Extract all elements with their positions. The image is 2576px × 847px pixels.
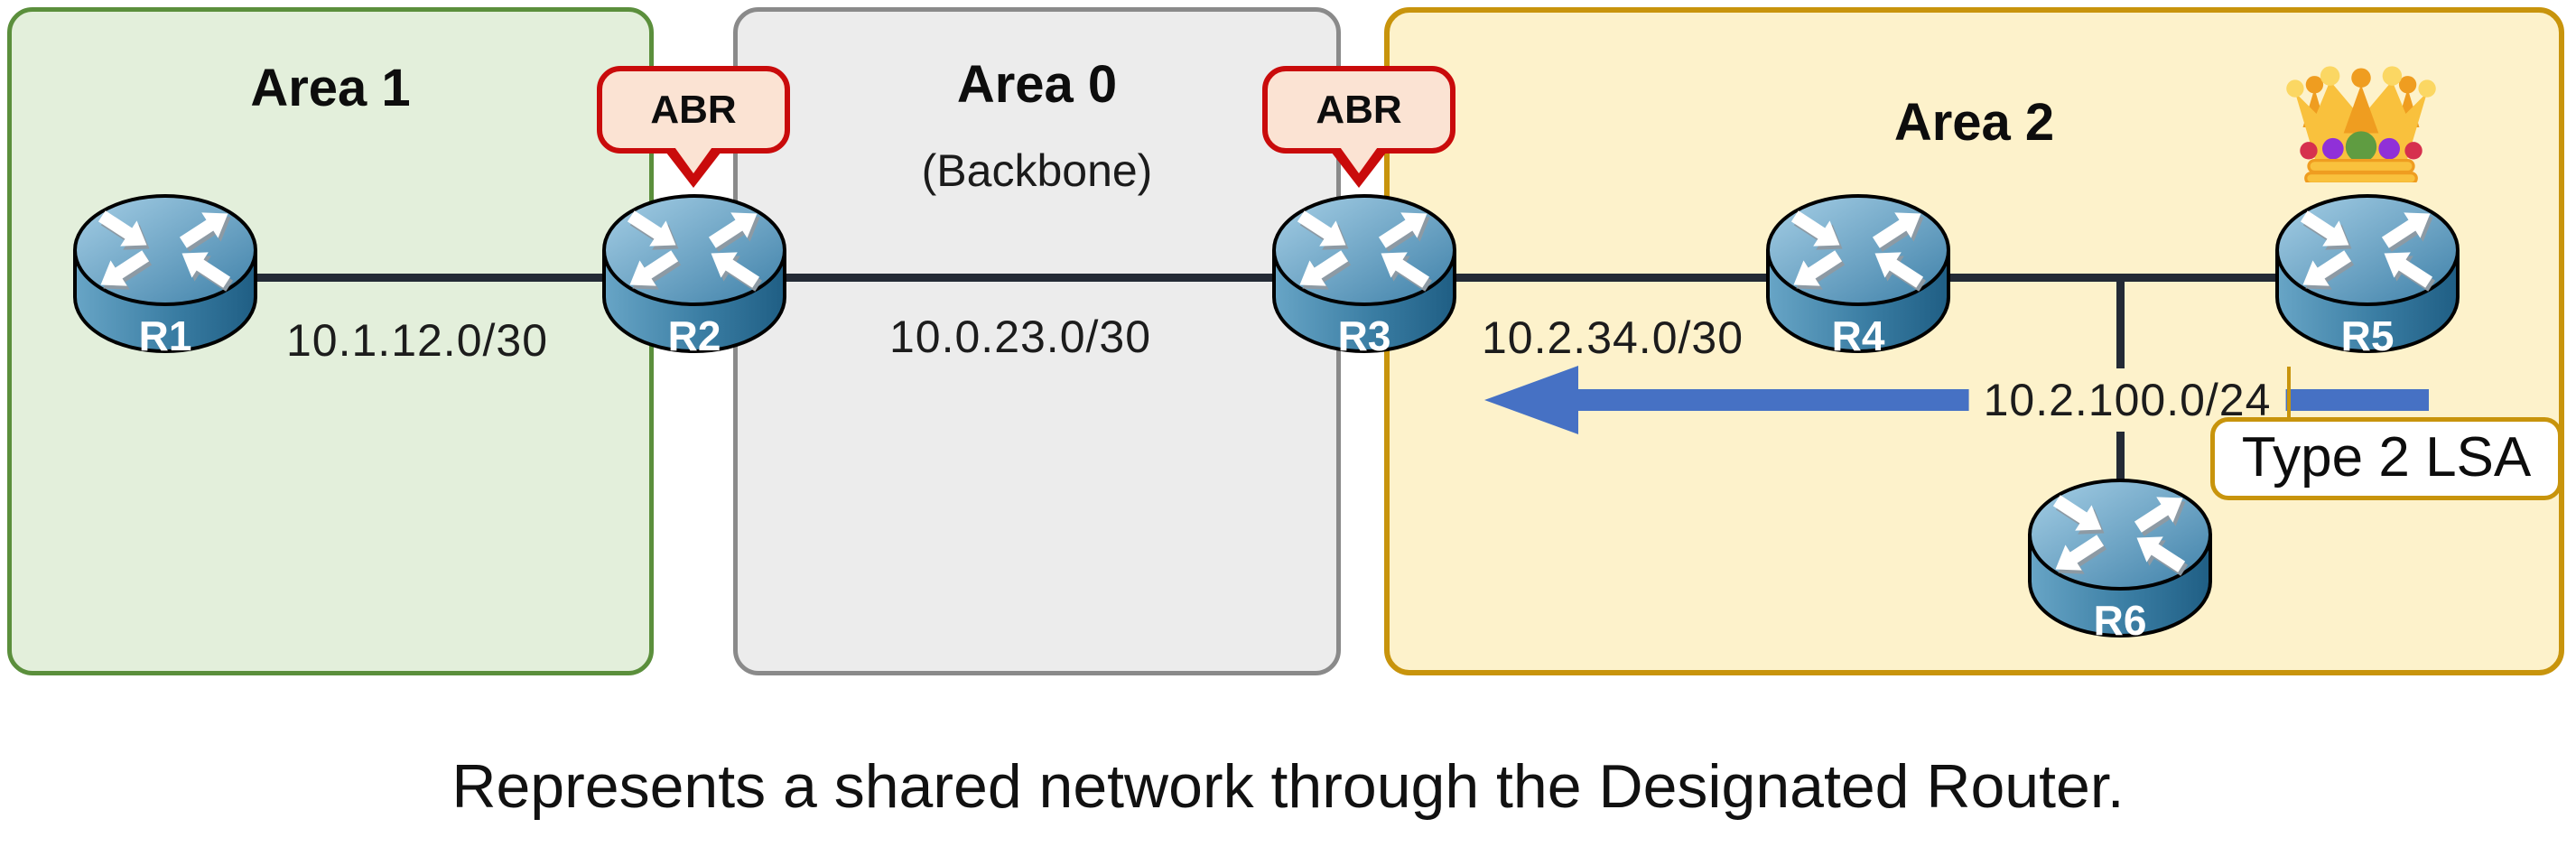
type2-lsa-leader-line [2287, 367, 2291, 419]
router-r4: R4 [1761, 191, 1956, 364]
router-r3: R3 [1267, 191, 1462, 364]
router-label: R3 [1337, 312, 1391, 359]
type2-lsa-callout: Type 2 LSA [2210, 417, 2562, 500]
abr-callout-r2: ABR [597, 66, 790, 188]
area-0-title: Area 0 [956, 55, 1118, 114]
router-r2: R2 [597, 191, 792, 364]
router-label: R2 [667, 312, 721, 359]
caption: Represents a shared network through the … [451, 752, 2125, 821]
router-label: R4 [1831, 312, 1885, 359]
router-r6: R6 [2023, 475, 2218, 648]
abr-callout-text: ABR [1316, 88, 1402, 132]
router-r5: R5 [2270, 191, 2465, 364]
abr-callout-r3: ABR [1262, 66, 1455, 188]
type2-lsa-flood-arrow [1484, 366, 2429, 434]
router-r1: R1 [68, 191, 263, 364]
type2-lsa-text: Type 2 LSA [2241, 426, 2532, 489]
link-r1-to-r5 [165, 274, 2367, 282]
network-label-r2-r3: 10.0.23.0/30 [888, 312, 1152, 362]
network-label-r1-r2: 10.1.12.0/30 [285, 315, 549, 366]
router-label: R1 [138, 312, 192, 359]
abr-callout-text: ABR [650, 88, 737, 132]
area-0-subtitle: (Backbone) [921, 145, 1153, 196]
callout-tail [1338, 144, 1380, 173]
network-label-r3-r4: 10.2.34.0/30 [1481, 312, 1744, 363]
area-2-title: Area 2 [1893, 93, 2055, 152]
crown-icon [2286, 66, 2436, 182]
callout-tail [673, 144, 714, 173]
router-label: R6 [2093, 597, 2147, 644]
area-1-title: Area 1 [250, 59, 411, 117]
area-0-box [733, 7, 1341, 675]
router-label: R5 [2340, 312, 2395, 359]
network-label-shared-segment: 10.2.100.0/24 [1968, 368, 2286, 432]
